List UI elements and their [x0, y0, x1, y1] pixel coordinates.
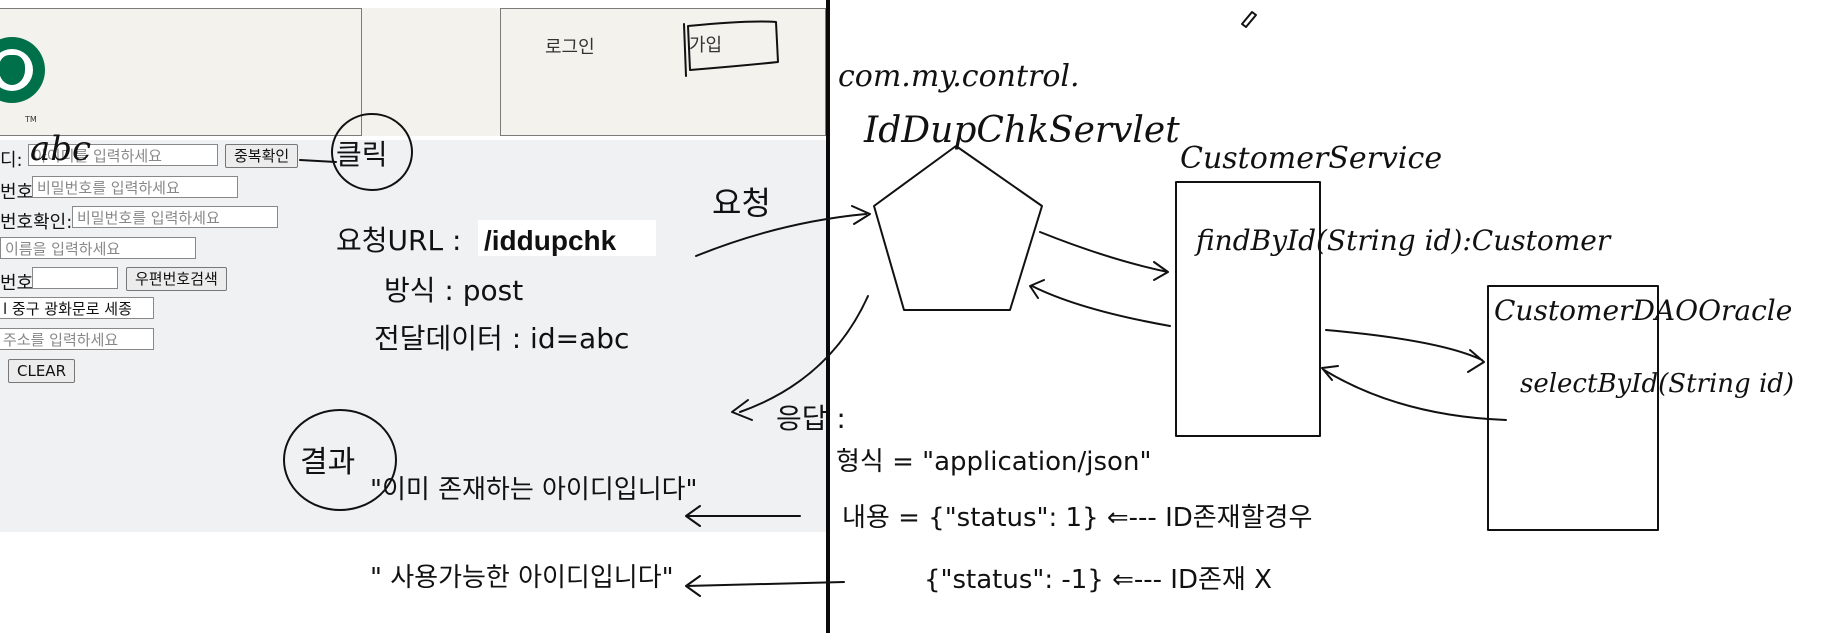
result-circle [283, 409, 397, 511]
id-value-handwritten: abc [30, 129, 91, 169]
row-buttons: CLEAR [0, 359, 829, 385]
request-arrow [695, 205, 871, 257]
name-input[interactable]: 이름을 입력하세요 [0, 237, 196, 259]
row-name: 이름을 입력하세요 [0, 237, 829, 263]
trademark-mark: TM [25, 115, 37, 124]
row-id: 디: 아이디를 입력하세요 중복확인 [0, 144, 829, 171]
row-pw-confirm: 번호확인: 비밀번호를 입력하세요 [0, 206, 829, 233]
pen-cursor-icon [1241, 11, 1257, 28]
nav-box: 로그인 가입 [500, 8, 826, 136]
msg-available: " 사용가능한 아이디입니다" [370, 563, 674, 593]
package-text: com.my.control. [838, 59, 1080, 94]
password-input[interactable]: 비밀번호를 입력하세요 [32, 176, 238, 198]
request-url-label: 요청URL : [336, 224, 461, 257]
dao-method: selectById(String id) [1520, 369, 1794, 399]
password-confirm-input[interactable]: 비밀번호를 입력하세요 [72, 206, 278, 228]
row-address-detail: 주소를 입력하세요 [0, 328, 829, 354]
id-label: 디: [0, 150, 23, 171]
servlet-name: IdDupChkServlet [863, 110, 1180, 151]
zip-search-button[interactable]: 우편번호검색 [126, 267, 227, 291]
zip-label: 번호: [0, 273, 40, 294]
dup-check-button[interactable]: 중복확인 [225, 144, 299, 168]
request-params: 전달데이터 : id=abc [374, 322, 629, 355]
msg-exists: "이미 존재하는 아이디입니다" [370, 475, 698, 505]
response-content: 내용 = {"status": 1} ⇐--- ID존재할경우 [842, 503, 1312, 533]
exists-arrow [685, 505, 801, 527]
vertical-divider [826, 0, 830, 633]
service-name: CustomerService [1180, 141, 1442, 176]
address-input[interactable]: l 중구 광화문로 세종 [0, 297, 154, 319]
request-text: 요청 [712, 184, 771, 222]
login-link[interactable]: 로그인 [545, 37, 595, 58]
address-detail-input[interactable]: 주소를 입력하세요 [0, 328, 154, 350]
service-box [1175, 181, 1321, 437]
signup-webpage-capture: TM 로그인 가입 디: 아이디를 입력하세요 중복확인 번호: 비밀번호를 입… [0, 0, 829, 633]
response-content-2: {"status": -1} ⇐--- ID존재 X [924, 565, 1272, 595]
join-scribble-box [683, 20, 779, 77]
logo-box: TM [0, 8, 362, 136]
servlet-to-service-arrow [1039, 231, 1169, 281]
request-url-value: /iddupchk [484, 225, 617, 256]
dao-to-service-arrow [1321, 365, 1507, 421]
service-to-servlet-arrow [1029, 279, 1171, 327]
click-text: 클릭 [336, 138, 388, 171]
result-text: 결과 [300, 445, 355, 480]
clear-button[interactable]: CLEAR [8, 359, 75, 383]
service-method: findById(String id):Customer [1194, 224, 1612, 257]
pw-label: 번호: [0, 182, 40, 203]
join-link[interactable]: 가입 [689, 35, 723, 56]
service-to-dao-arrow [1325, 329, 1485, 373]
click-annotation: 클릭 [299, 113, 413, 191]
servlet-pentagon [873, 145, 1043, 311]
response-format: 형식 = "application/json" [836, 447, 1151, 477]
row-zip: 번호: 우편번호검색 [0, 267, 829, 294]
request-method: 방식 : post [384, 274, 523, 307]
zip-input[interactable] [32, 267, 118, 289]
row-address: l 중구 광화문로 세종 [0, 297, 829, 323]
url-highlight [478, 220, 656, 256]
dao-name: CustomerDAOOracle [1494, 294, 1792, 327]
id-input[interactable]: 아이디를 입력하세요 [28, 144, 218, 166]
signup-form: 디: 아이디를 입력하세요 중복확인 번호: 비밀번호를 입력하세요 번호확인:… [0, 140, 829, 532]
response-text: 응답 : [776, 402, 846, 435]
dao-box [1487, 285, 1659, 531]
available-arrow [685, 575, 845, 597]
row-pw: 번호: 비밀번호를 입력하세요 [0, 176, 829, 203]
pw-confirm-label: 번호확인: [0, 212, 73, 233]
response-arrow [731, 295, 869, 421]
